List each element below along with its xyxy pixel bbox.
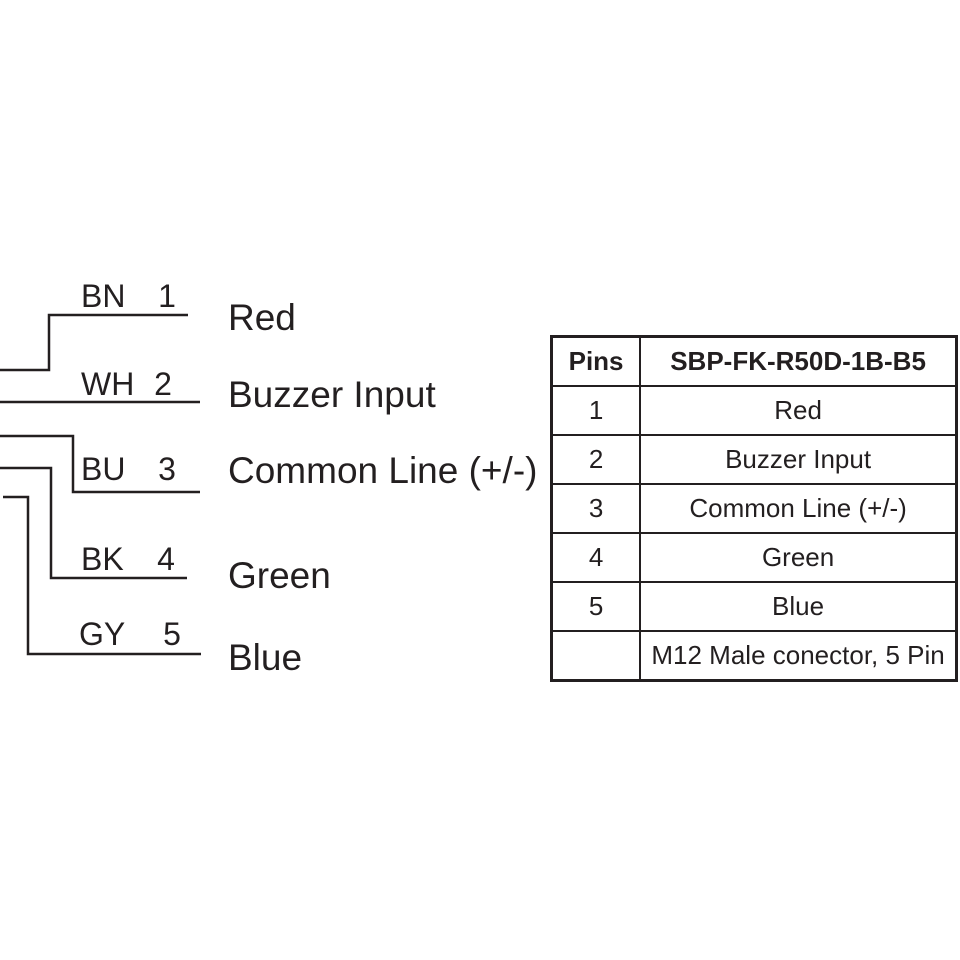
wire-pin-number: 5 (163, 616, 181, 652)
pin-cell-empty (550, 630, 642, 682)
pin-cell: 2 (550, 434, 642, 485)
description-cell: Common Line (+/-) (639, 483, 958, 534)
wire-code-label: BK (81, 541, 124, 577)
wire-pin-number: 1 (158, 278, 176, 314)
pin-table-header-row: Pins SBP-FK-R50D-1B-B5 (550, 335, 958, 387)
pin-table: Pins SBP-FK-R50D-1B-B5 1 Red 2 Buzzer In… (550, 335, 958, 682)
wire-5: GY 5 Blue (3, 495, 302, 678)
pin-cell: 3 (550, 483, 642, 534)
wire-color-label: Common Line (+/-) (228, 450, 537, 491)
table-row-pin-2: 2 Buzzer Input (550, 434, 958, 485)
wire-code-label: WH (81, 366, 134, 402)
wire-4: BK 4 Green (0, 466, 331, 596)
wire-line-3 (0, 434, 200, 494)
description-cell: Green (639, 532, 958, 583)
pin-cell: 1 (550, 385, 642, 436)
description-cell: Buzzer Input (639, 434, 958, 485)
wire-code-label: BU (81, 451, 125, 487)
description-cell: M12 Male conector, 5 Pin (639, 630, 958, 682)
pin-table-header-model: SBP-FK-R50D-1B-B5 (639, 335, 958, 387)
table-row-pin-5: 5 Blue (550, 581, 958, 632)
table-row-pin-4: 4 Green (550, 532, 958, 583)
description-cell: Blue (639, 581, 958, 632)
wire-pin-number: 3 (158, 451, 176, 487)
wire-line-1 (0, 313, 188, 372)
table-row-pin-3: 3 Common Line (+/-) (550, 483, 958, 534)
wire-line-4 (0, 466, 187, 580)
pin-cell: 5 (550, 581, 642, 632)
table-row-pin-1: 1 Red (550, 385, 958, 436)
pin-table-header-pins: Pins (550, 335, 642, 387)
wire-color-label: Buzzer Input (228, 374, 436, 415)
wire-line-5 (3, 495, 201, 656)
description-cell: Red (639, 385, 958, 436)
wire-2: WH 2 Buzzer Input (0, 366, 436, 415)
wire-code-label: GY (79, 616, 125, 652)
wire-color-label: Red (228, 297, 296, 338)
pin-cell: 4 (550, 532, 642, 583)
table-row-connector-note: M12 Male conector, 5 Pin (550, 630, 958, 682)
wire-color-label: Blue (228, 637, 302, 678)
wire-color-label: Green (228, 555, 331, 596)
wire-pin-number: 4 (157, 541, 175, 577)
wire-pin-number: 2 (154, 366, 172, 402)
wire-3: BU 3 Common Line (+/-) (0, 434, 537, 494)
wire-1: BN 1 Red (0, 278, 296, 372)
wire-code-label: BN (81, 278, 125, 314)
